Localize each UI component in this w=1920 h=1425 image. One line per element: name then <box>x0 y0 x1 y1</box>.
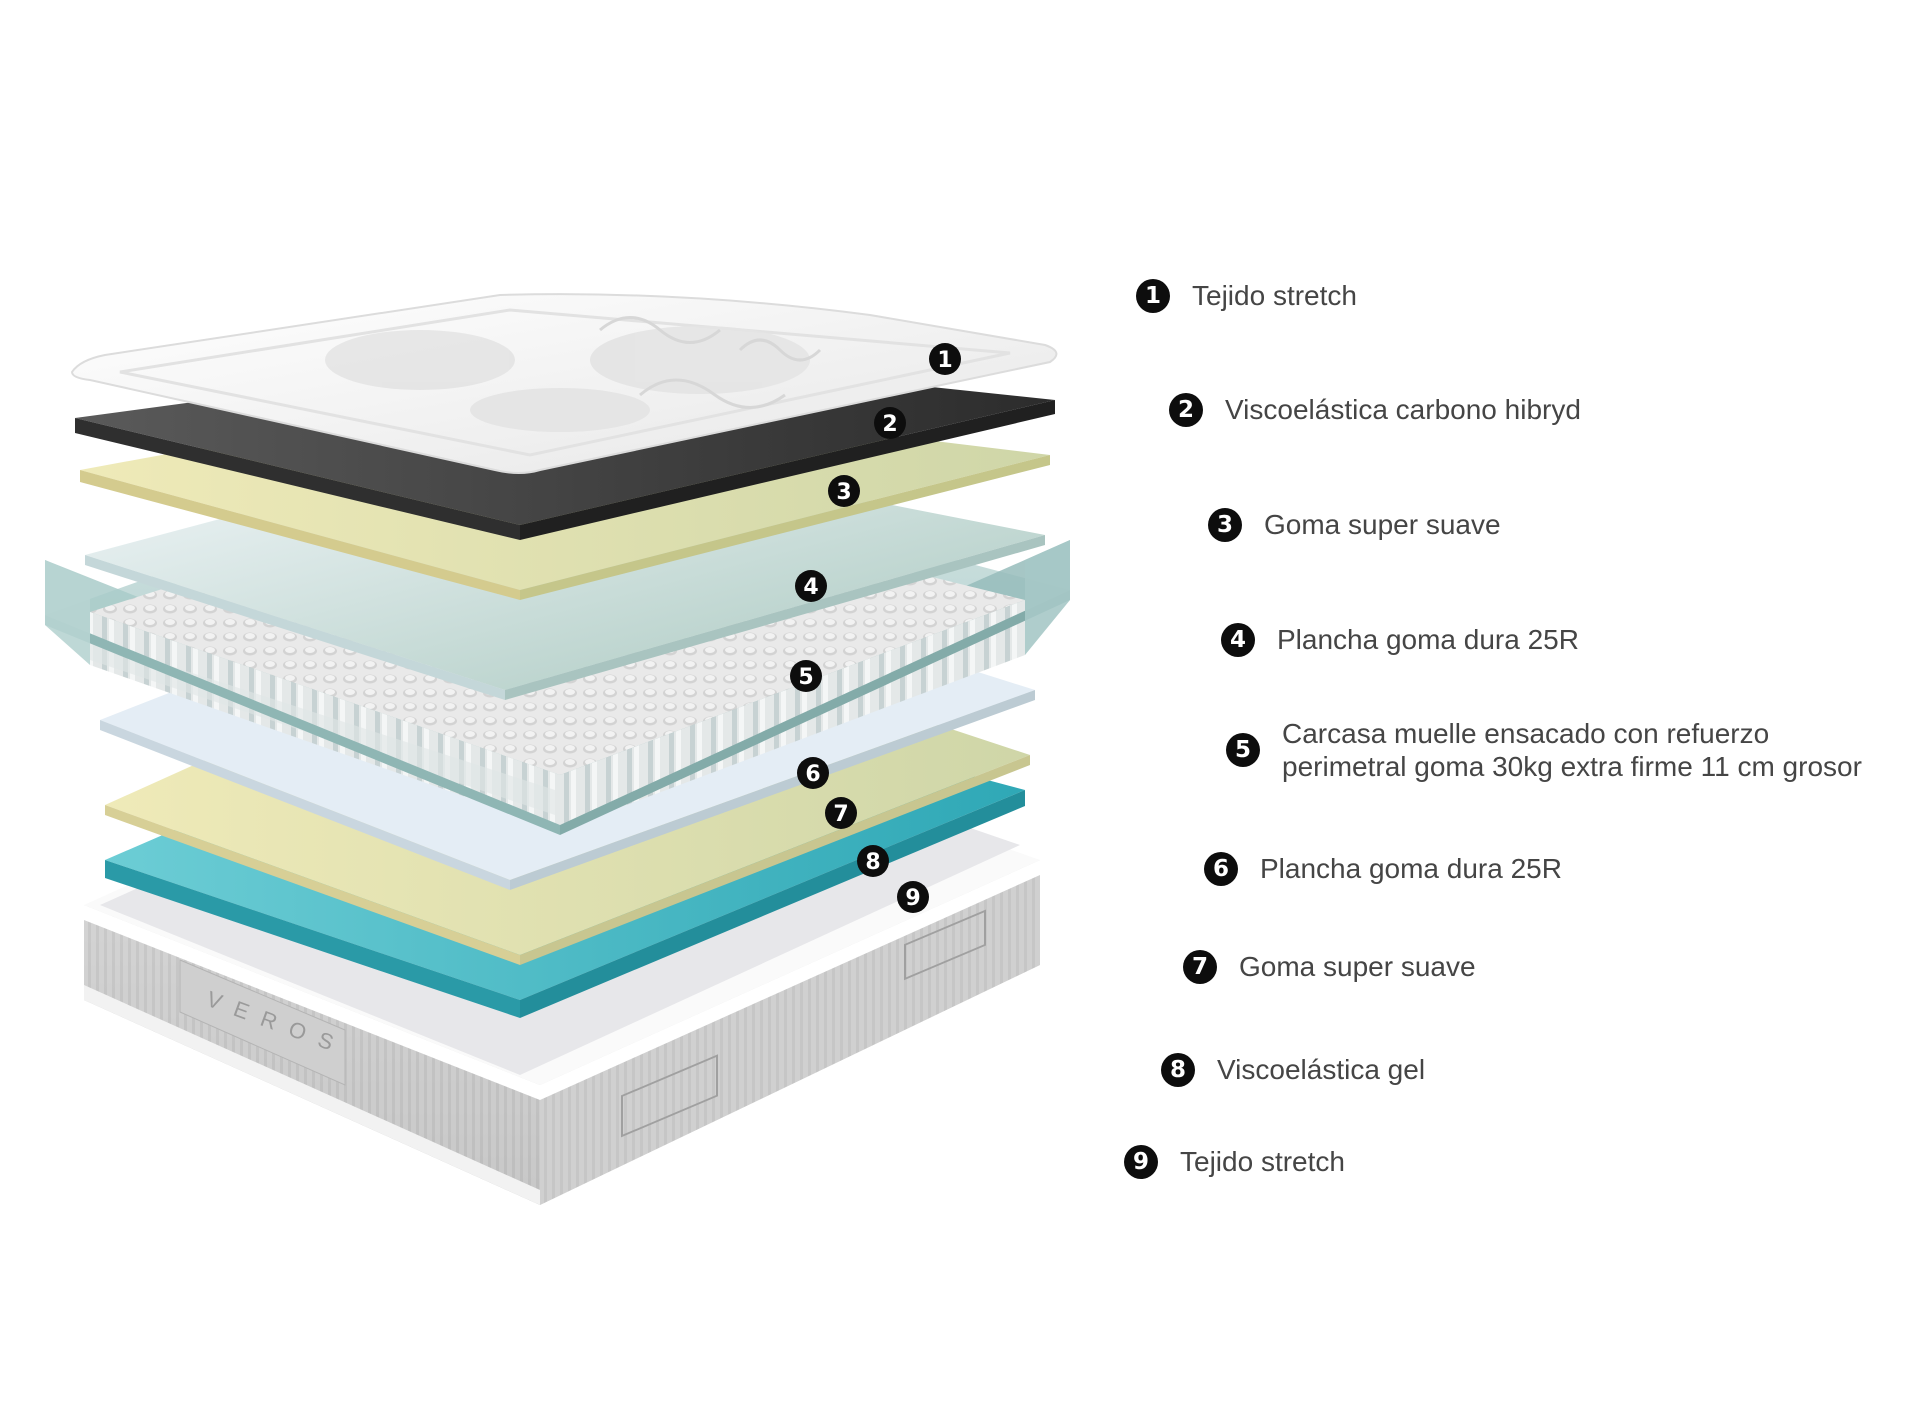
legend-label-5: Carcasa muelle ensacado con refuerzo per… <box>1282 717 1862 783</box>
legend-item-3: 3 Goma super suave <box>1208 508 1501 542</box>
svg-text:7: 7 <box>833 802 848 827</box>
legend-item-4: 4 Plancha goma dura 25R <box>1221 623 1579 657</box>
badge-8: 8 <box>857 845 889 877</box>
legend-badge-2: 2 <box>1169 393 1203 427</box>
badge-2: 2 <box>874 407 906 439</box>
badge-1: 1 <box>929 343 961 375</box>
svg-text:3: 3 <box>836 480 851 505</box>
badge-6: 6 <box>797 757 829 789</box>
legend-badge-8: 8 <box>1161 1053 1195 1087</box>
svg-text:5: 5 <box>798 665 813 690</box>
badge-4: 4 <box>795 570 827 602</box>
layer-1-sheet <box>70 293 1058 474</box>
svg-text:9: 9 <box>905 886 920 911</box>
svg-text:1: 1 <box>937 348 952 373</box>
legend-badge-4: 4 <box>1221 623 1255 657</box>
legend-badge-6: 6 <box>1204 852 1238 886</box>
badge-3: 3 <box>828 475 860 507</box>
illustration-badges: 1 2 3 4 5 6 7 <box>790 343 961 913</box>
legend-label-5-line-1: Carcasa muelle ensacado con refuerzo <box>1282 718 1770 749</box>
legend-item-7: 7 Goma super suave <box>1183 950 1476 984</box>
legend-label-3: Goma super suave <box>1264 509 1501 540</box>
legend-badge-7: 7 <box>1183 950 1217 984</box>
legend-item-6: 6 Plancha goma dura 25R <box>1204 852 1562 886</box>
badge-5: 5 <box>790 660 822 692</box>
legend-item-5: 5 Carcasa muelle ensacado con refuerzo p… <box>1226 717 1862 783</box>
svg-text:2: 2 <box>882 412 897 437</box>
legend-label-4: Plancha goma dura 25R <box>1277 624 1579 655</box>
legend-label-5-line-2: perimetral goma 30kg extra firme 11 cm g… <box>1282 751 1862 782</box>
legend-label-6: Plancha goma dura 25R <box>1260 853 1562 884</box>
legend-badge-5: 5 <box>1226 733 1260 767</box>
legend-badge-3: 3 <box>1208 508 1242 542</box>
legend-item-1: 1 Tejido stretch <box>1136 279 1357 313</box>
badge-9: 9 <box>897 881 929 913</box>
legend-label-2: Viscoelástica carbono hibryd <box>1225 394 1581 425</box>
legend-label-1: Tejido stretch <box>1192 280 1357 311</box>
svg-text:4: 4 <box>803 575 818 600</box>
svg-text:8: 8 <box>865 850 880 875</box>
legend-label-7: Goma super suave <box>1239 951 1476 982</box>
badge-7: 7 <box>825 797 857 829</box>
legend-badge-1: 1 <box>1136 279 1170 313</box>
svg-text:6: 6 <box>805 762 820 787</box>
legend-item-2: 2 Viscoelástica carbono hibryd <box>1169 393 1581 427</box>
legend-badge-9: 9 <box>1124 1145 1158 1179</box>
legend-item-9: 9 Tejido stretch <box>1124 1145 1345 1179</box>
legend-label-9: Tejido stretch <box>1180 1146 1345 1177</box>
legend-label-8: Viscoelástica gel <box>1217 1054 1426 1085</box>
legend-item-8: 8 Viscoelástica gel <box>1161 1053 1425 1087</box>
